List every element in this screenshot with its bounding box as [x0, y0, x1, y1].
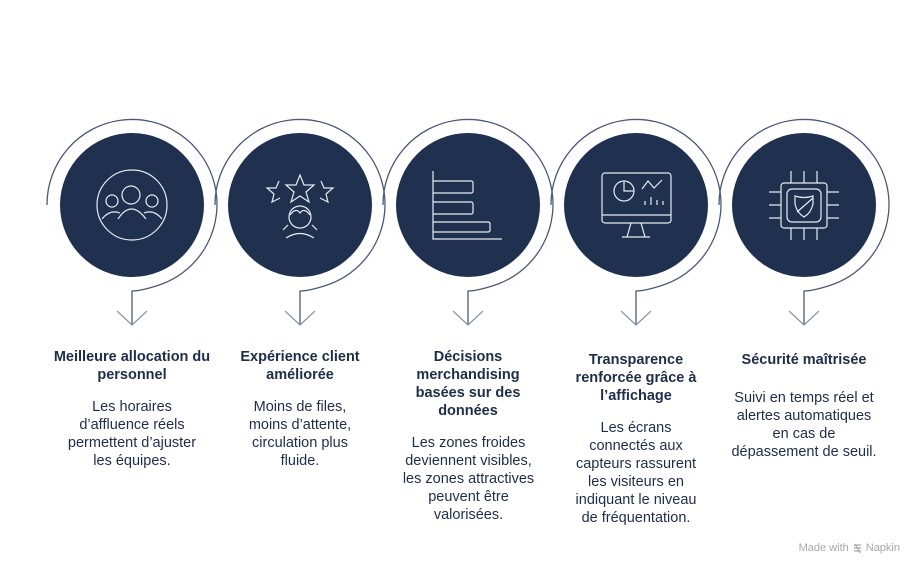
napkin-logo-icon [853, 543, 861, 553]
step-2-description: Moins de files, moins d’attente, circula… [248, 399, 352, 469]
step-1-text: Meilleure allocation du personnel Les ho… [52, 348, 212, 470]
step-5-description: Suivi en temps réel et alertes automatiq… [731, 390, 877, 460]
step-4-title: Transparence renforcée grâce à l’afficha… [575, 352, 697, 404]
step-3-node [382, 118, 554, 326]
chip-shield-icon [769, 171, 839, 240]
step-4-description: Les écrans connectés aux capteurs rassur… [575, 420, 697, 526]
monitor-dashboard-icon [601, 172, 672, 238]
napkin-watermark: Made with Napkin [799, 542, 900, 554]
people-group-icon [96, 169, 168, 241]
bar-chart-icon [432, 171, 502, 240]
step-5-node [718, 118, 890, 326]
watermark-prefix: Made with [798, 542, 849, 554]
step-1-description: Les horaires d’affluence réels permetten… [67, 399, 197, 469]
step-2-text: Expérience client améliorée Moins de fil… [220, 348, 380, 470]
step-5-title: Sécurité maîtrisée [741, 352, 867, 368]
step-2-node [214, 118, 386, 326]
watermark-brand: Napkin [865, 542, 900, 554]
step-1-title: Meilleure allocation du personnel [53, 349, 211, 383]
step-2-title: Expérience client améliorée [240, 349, 360, 383]
step-3-description: Les zones froides deviennent visibles, l… [402, 435, 535, 523]
step-3-text: Décisions merchandising basées sur des d… [388, 348, 548, 524]
step-4-node [550, 118, 722, 326]
step-3-title: Décisions merchandising basées sur des d… [415, 349, 521, 419]
star-rating-customer-icon [265, 173, 335, 239]
step-1-node [46, 118, 218, 326]
process-diagram [46, 118, 890, 326]
step-5-text: Sécurité maîtrisée Suivi en temps réel e… [724, 351, 884, 461]
step-4-text: Transparence renforcée grâce à l’afficha… [556, 351, 716, 527]
